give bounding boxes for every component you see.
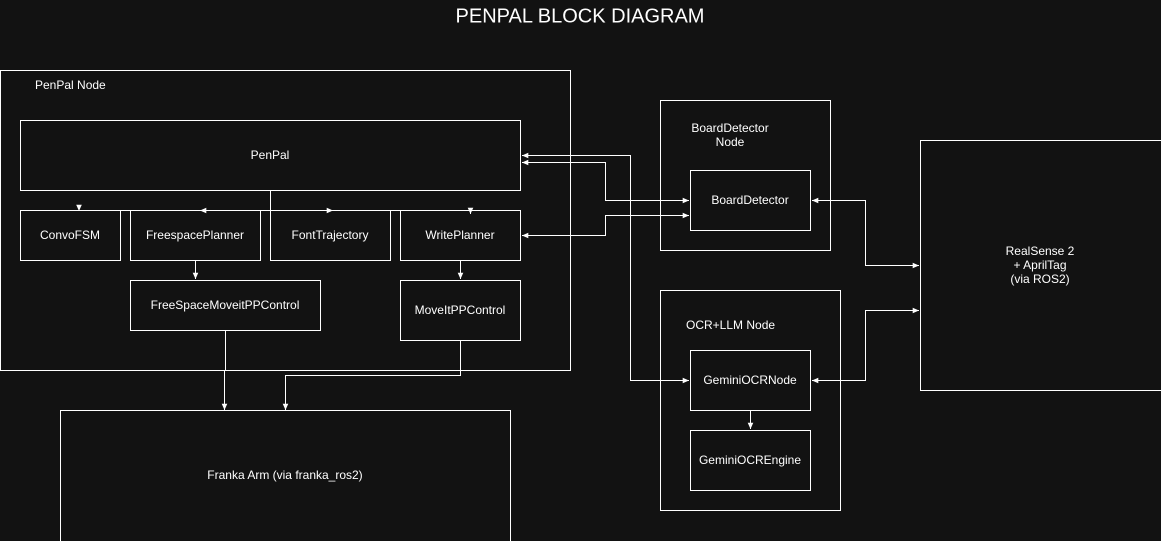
moveitppcontrol-to-franka-arrow xyxy=(282,340,461,410)
realsense-block: RealSense 2 + AprilTag (via ROS2) xyxy=(920,140,1161,391)
ocr-llm-node-label: OCR+LLM Node xyxy=(686,318,775,332)
geminiocrnode-block: GeminiOCRNode xyxy=(690,350,811,411)
penpal-boarddetector-bidirectional-arrow xyxy=(522,159,689,204)
franka-arm-block: Franka Arm (via franka_ros2) xyxy=(60,410,511,541)
freespaceplanner-block: FreespacePlanner xyxy=(130,210,261,261)
franka-arm-block-label: Franka Arm (via franka_ros2) xyxy=(207,468,362,482)
penpal-node-label: PenPal Node xyxy=(35,78,106,92)
boarddetector-node-label-line2: Node xyxy=(716,135,745,149)
freespaceplanner-block-label: FreespacePlanner xyxy=(146,228,244,242)
penpal-geminiocrnode-bidirectional-arrow xyxy=(522,152,689,384)
writeplanner-block-label: WritePlanner xyxy=(425,228,494,242)
fonttrajectory-block-label: FontTrajectory xyxy=(292,228,369,242)
geminiocrnode-block-label: GeminiOCRNode xyxy=(703,373,797,387)
realsense-block-label-line1: RealSense 2 xyxy=(1006,244,1075,258)
freespacemoveitppcontrol-to-franka-arrow xyxy=(221,330,228,410)
boarddetector-block-label: BoardDetector xyxy=(711,193,788,207)
moveitppcontrol-block: MoveItPPControl xyxy=(400,280,521,341)
geminiocrnode-realsense-bidirectional-arrow xyxy=(812,307,919,384)
geminiocrengine-block: GeminiOCREngine xyxy=(690,430,811,491)
moveitppcontrol-block-label: MoveItPPControl xyxy=(415,303,506,317)
penpal-block: PenPal xyxy=(20,120,521,191)
freespacemoveitppcontrol-block-label: FreeSpaceMoveitPPControl xyxy=(151,298,300,312)
boarddetector-realsense-bidirectional-arrow xyxy=(812,197,919,269)
boarddetector-block: BoardDetector xyxy=(690,170,811,231)
freespacemoveitppcontrol-block: FreeSpaceMoveitPPControl xyxy=(130,280,321,331)
penpal-to-writeplanner-arrow xyxy=(270,207,474,214)
writeplanner-boarddetector-bidirectional-arrow xyxy=(522,212,689,239)
realsense-block-label-line3: (via ROS2) xyxy=(1010,272,1069,286)
convofsm-block-label: ConvoFSM xyxy=(40,228,100,242)
diagram-title: PENPAL BLOCK DIAGRAM xyxy=(456,5,705,27)
boarddetector-node-label-line1: BoardDetector xyxy=(691,121,768,135)
convofsm-block: ConvoFSM xyxy=(20,210,121,261)
realsense-block-label-line2: + AprilTag xyxy=(1013,258,1066,272)
penpal-block-label: PenPal xyxy=(251,148,290,162)
writeplanner-block: WritePlanner xyxy=(400,210,521,261)
fonttrajectory-block: FontTrajectory xyxy=(270,210,391,261)
penpal-submodule-connectors xyxy=(76,190,474,214)
geminiocrengine-block-label: GeminiOCREngine xyxy=(699,453,801,467)
